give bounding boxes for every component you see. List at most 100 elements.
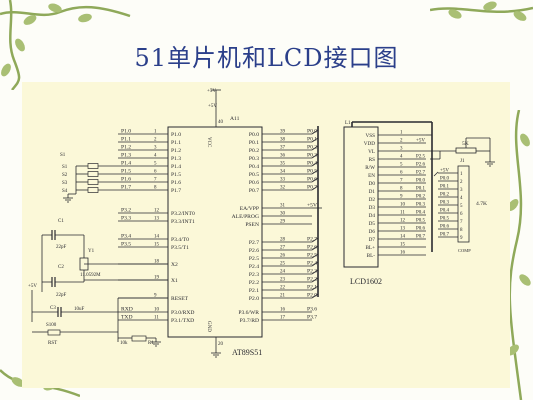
- mcu-right-pin-name: P0.4: [249, 164, 259, 170]
- key-switch: [87, 179, 99, 185]
- bus-entry-p2: [311, 277, 319, 283]
- mcu-left-pin-num: 8: [154, 186, 157, 191]
- bus-entry-p2: [311, 245, 319, 251]
- c3-ref: C3: [50, 306, 56, 311]
- respack-net-label: P0.3: [440, 201, 450, 206]
- mcu-ref: A11: [230, 116, 240, 122]
- mcu-left-ext-label: RXD: [121, 307, 133, 313]
- mcu-right-ext-label: P2.6: [307, 245, 317, 251]
- lcd-pin-num: 4: [400, 155, 403, 160]
- mcu-right-ext-label: P0.4: [307, 161, 317, 167]
- mcu-right-ext-label: P2.1: [307, 285, 317, 291]
- lcd-pin-num: 5: [400, 163, 403, 168]
- mcu-right-pin-name: P0.0: [249, 132, 259, 138]
- bus-entry-p2: [311, 285, 319, 291]
- mcu-left-pin-name: X2: [171, 262, 178, 268]
- mcu-right-pin-num: 24: [280, 270, 286, 275]
- mcu-right-pin-num: 37: [280, 146, 286, 151]
- lcd-net-label: P2.7: [416, 171, 426, 176]
- mcu-right-pin-num: 35: [280, 162, 286, 167]
- mcu-left-pin-name: P1.2: [171, 148, 181, 154]
- mcu-left-pin-name: P3.3/INT1: [171, 219, 195, 225]
- mcu-right-ext-label: P2.2: [307, 277, 317, 283]
- gnd-pin-num: 20: [218, 342, 224, 347]
- mcu-right-ext-label: P2.5: [307, 253, 317, 259]
- mcu-right-pin-num: 38: [280, 138, 286, 143]
- r1-value: 10k: [120, 341, 128, 346]
- key-label: S4: [62, 189, 68, 194]
- lcd-net-label: +5V: [416, 139, 425, 144]
- resistor-pack-body: [457, 165, 470, 243]
- lcd-pin-name: D3: [369, 205, 376, 211]
- gnd-name: GND: [206, 321, 211, 332]
- lcd-pin-name: D2: [369, 197, 376, 203]
- bus-entry-p2: [311, 253, 319, 259]
- respack-net-label: P0.6: [440, 225, 450, 230]
- bus-entry-p2: [311, 261, 319, 267]
- bus-entry-p0: [311, 177, 319, 183]
- keys-ref: S1: [60, 153, 66, 158]
- mcu-right-ext-label: P0.0: [307, 129, 317, 135]
- lcd-net-label: P0.1: [416, 187, 426, 192]
- mcu-left-pin-name: P3.2/INT0: [171, 211, 195, 217]
- respack-pin-num: 7: [460, 220, 463, 225]
- bus-entry-p0: [311, 145, 319, 151]
- lcd-name: LCD1602: [350, 277, 382, 286]
- respack-net-label: P0.7: [440, 233, 450, 238]
- reset-supply: +5V: [28, 284, 37, 289]
- mcu-left-pin-num: 1: [154, 130, 157, 135]
- mcu-left-ext-label: TXD: [121, 315, 133, 321]
- mcu-left-pin-name: P1.5: [171, 172, 181, 178]
- key-label: S1: [62, 165, 68, 170]
- mcu-right-pin-num: 31: [280, 204, 286, 209]
- rst-label: RST: [48, 341, 57, 346]
- slide-title: 51单片机和LCD接口图: [134, 44, 399, 72]
- lcd-pin-num: 15: [400, 243, 406, 248]
- respack-pin-num: 8: [460, 228, 463, 233]
- c2-value: 22pF: [56, 293, 67, 298]
- mcu-right-pin-name: P2.5: [249, 256, 259, 262]
- mcu-right-ext-label: P2.7: [307, 237, 317, 243]
- mcu-right-pin-num: 32: [280, 186, 286, 191]
- mcu-right-ext-label: P0.6: [307, 177, 317, 183]
- respack-pin-num: 9: [460, 236, 463, 241]
- mcu-left-ext-label: P1.5: [121, 169, 131, 175]
- mcu-left-ext-label: P3.5: [121, 242, 131, 248]
- lcd-net-label: P0.3: [416, 203, 426, 208]
- vcc-label: +5V: [207, 89, 216, 94]
- mcu-left-pin-name: P3.5/T1: [171, 245, 189, 251]
- mcu-left-ext-label: P1.3: [121, 153, 131, 159]
- mcu-left-pin-num: 3: [154, 146, 157, 151]
- respack-net-label: P0.1: [440, 185, 450, 190]
- mcu-right-ext-label: P2.4: [307, 261, 317, 267]
- mcu-left-pin-num: 11: [154, 316, 159, 321]
- mcu-right-pin-name: EA/VPP: [240, 206, 259, 212]
- lcd-body: [343, 126, 379, 268]
- r1-ref: R1: [148, 341, 154, 346]
- respack-pin-num: 5: [460, 204, 463, 209]
- vine-decoration-top-left: [0, 0, 131, 90]
- mcu-left-ext-label: P3.2: [121, 208, 131, 214]
- lcd-pin-num: 2: [400, 139, 403, 144]
- mcu-left-pin-num: 2: [154, 138, 157, 143]
- key-switch: [87, 187, 99, 193]
- lcd-pin-num: 9: [400, 195, 403, 200]
- lcd-pin-num: 8: [400, 187, 403, 192]
- mcu-right-pin-name: P2.0: [249, 296, 259, 302]
- mcu-right-pin-name: P2.4: [249, 264, 259, 270]
- lcd-pin-name: D5: [369, 221, 376, 227]
- mcu-right-pin-num: 16: [280, 308, 286, 313]
- bus-entry-p2: [311, 293, 319, 299]
- mcu-right-pin-num: 21: [280, 294, 286, 299]
- respack-pin-num: 1: [460, 172, 463, 177]
- lcd-net-label: P0.5: [416, 219, 426, 224]
- mcu-right-pin-name: P2.6: [249, 248, 259, 254]
- mcu-right-pin-num: 27: [280, 246, 286, 251]
- mcu-left-pin-name: P1.1: [171, 140, 181, 146]
- bus-entry-p0: [311, 185, 319, 191]
- bus-entry-p2: [311, 269, 319, 275]
- mcu-right-pin-name: P0.6: [249, 180, 259, 186]
